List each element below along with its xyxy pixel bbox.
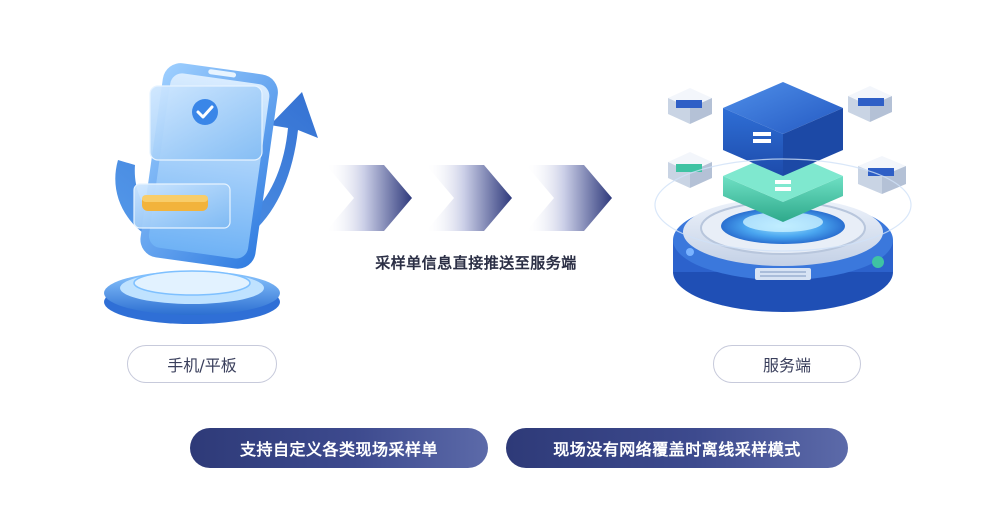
check-icon [196,105,214,119]
server-label: 服务端 [713,345,861,383]
chevron-arrow-icon [326,165,412,231]
check-card [149,85,263,161]
phone-tablet-label: 手机/平板 [127,345,277,383]
chevron-arrow-icon [426,165,512,231]
feature-offline-mode: 现场没有网络覆盖时离线采样模式 [506,428,848,468]
transfer-arrows [326,165,612,231]
phone-illustration [104,63,318,324]
chevron-arrow-icon [526,165,612,231]
server-illustration [654,82,912,312]
transfer-caption: 采样单信息直接推送至服务端 [375,254,577,272]
feature-custom-forms: 支持自定义各类现场采样单 [190,428,488,468]
